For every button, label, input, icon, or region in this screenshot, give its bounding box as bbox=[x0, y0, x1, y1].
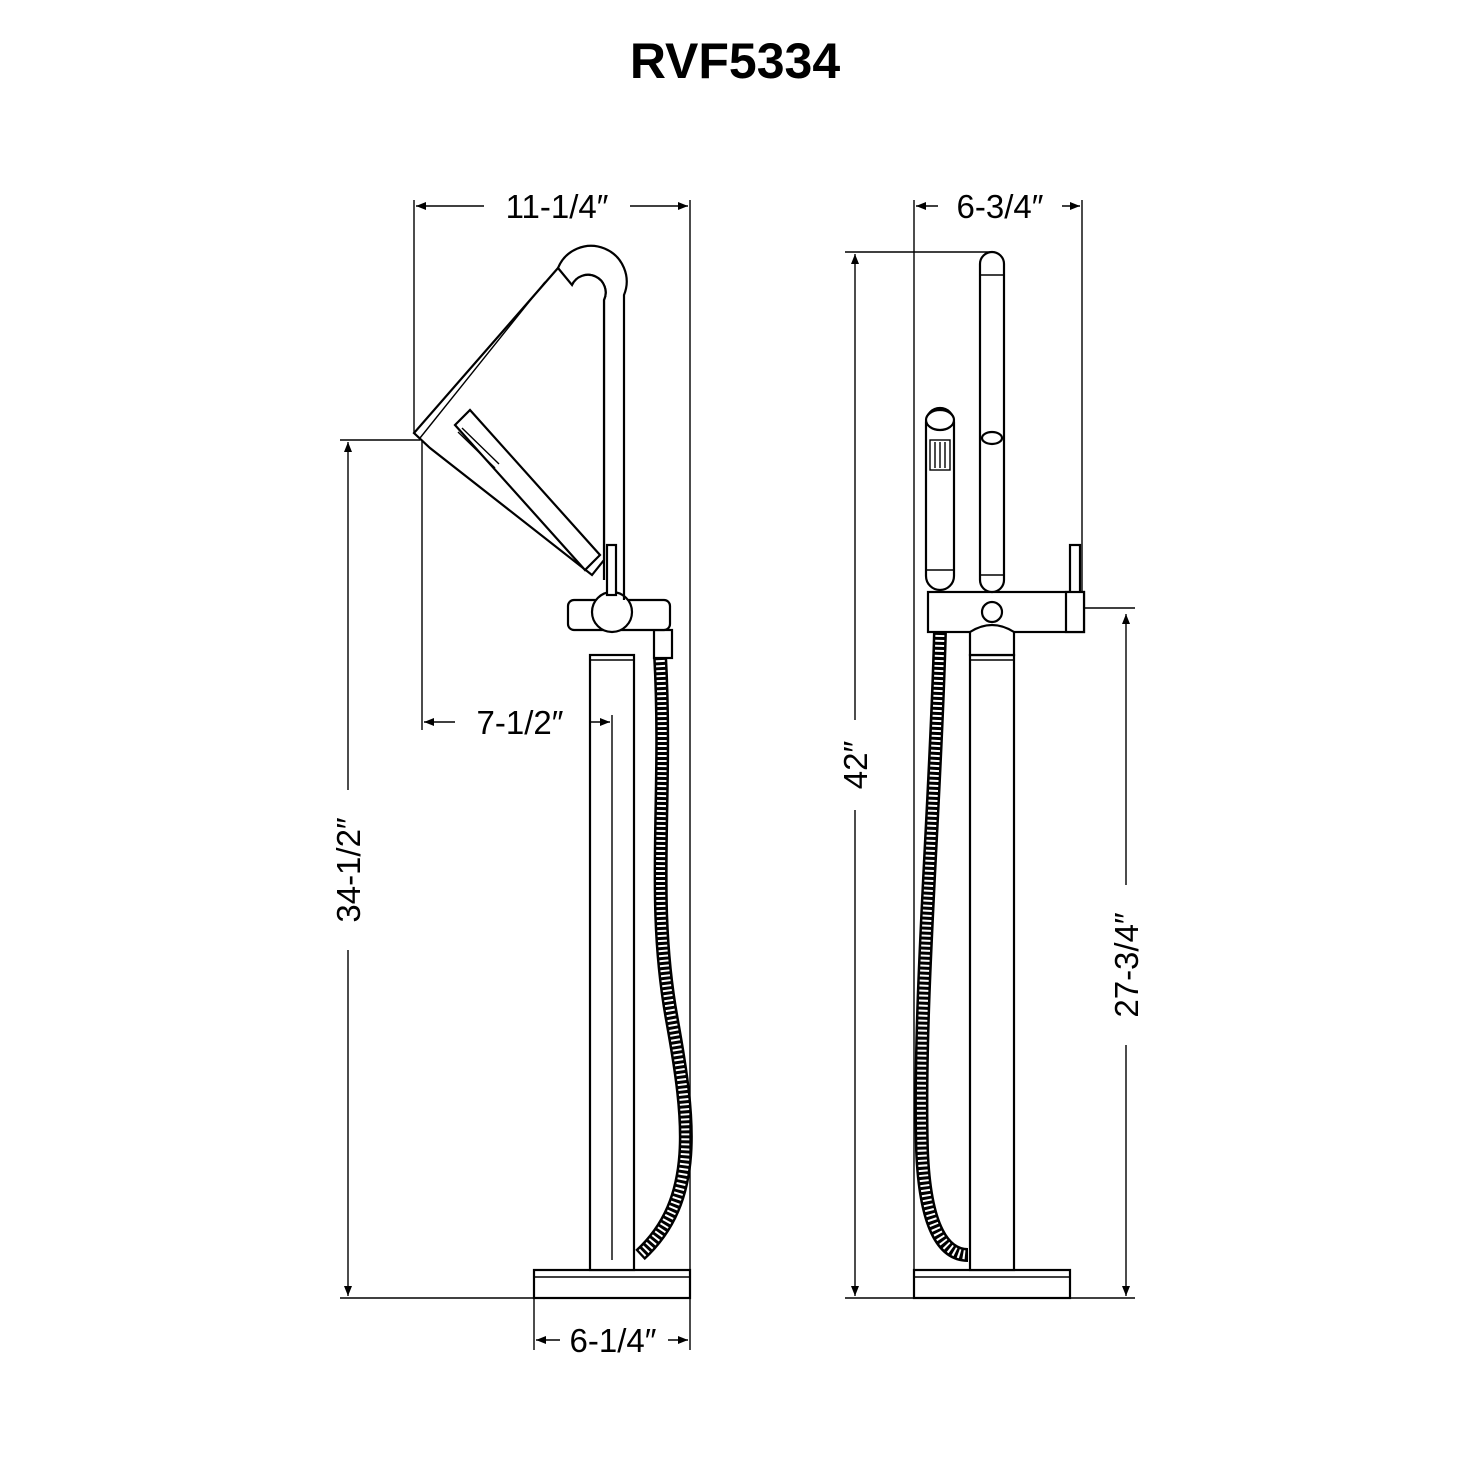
front-valve-knob bbox=[980, 600, 1004, 624]
front-riser-pipe bbox=[968, 653, 1016, 1272]
front-view: 6-3/4″ 42″ 27-3/4″ bbox=[837, 188, 1145, 1300]
front-hand-shower-hose bbox=[914, 629, 969, 1262]
side-reach-label: 7-1/2″ bbox=[477, 704, 564, 741]
side-spout-arm bbox=[412, 266, 607, 577]
side-spout-neck bbox=[556, 244, 628, 600]
side-view: 11-1/4″ 34-1/2″ 7-1/2″ 6-1/4″ bbox=[330, 188, 693, 1359]
front-height-label: 42″ bbox=[837, 740, 874, 789]
side-width-label: 11-1/4″ bbox=[506, 188, 609, 225]
front-width-label: 6-3/4″ bbox=[957, 188, 1044, 225]
side-valve-knob bbox=[590, 590, 634, 634]
front-hand-shower bbox=[924, 406, 956, 592]
front-handle-height-label: 27-3/4″ bbox=[1108, 912, 1145, 1018]
side-height-label: 34-1/2″ bbox=[330, 817, 367, 923]
side-base-width-label: 6-1/4″ bbox=[570, 1322, 657, 1359]
front-handle-lever bbox=[1068, 543, 1082, 597]
drawing-title: RVF5334 bbox=[630, 33, 841, 89]
front-valve-body bbox=[926, 590, 1086, 634]
front-base-plate bbox=[912, 1268, 1072, 1300]
front-spout bbox=[978, 250, 1006, 594]
side-base-plate bbox=[532, 1268, 692, 1300]
